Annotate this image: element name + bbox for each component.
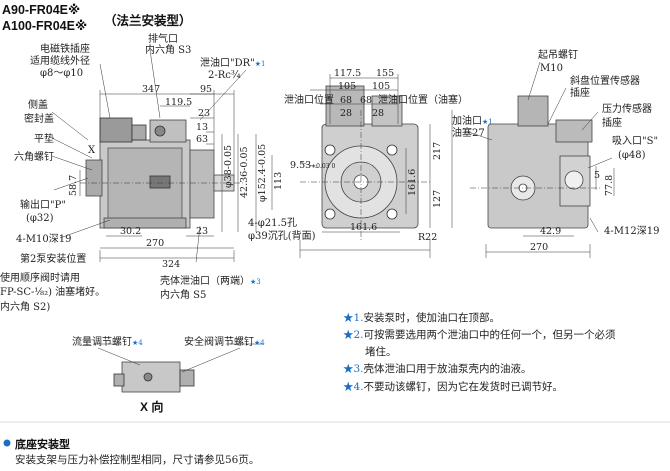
model-name-1: A90-FR04E※ xyxy=(2,3,81,17)
label-second-pump: 第2泵安装位置 xyxy=(20,254,87,265)
label-plug27: 油塞27 xyxy=(452,128,485,139)
dim-77-8: 77.8 xyxy=(604,174,615,196)
label-inlet-dia: (φ48) xyxy=(618,150,646,161)
dim-23b: 23 xyxy=(196,226,209,237)
dim-95: 95 xyxy=(200,84,213,95)
dim-113: 113 xyxy=(273,171,284,190)
label-holes: 4-φ21.5孔 xyxy=(248,218,298,229)
dim-28b: 28 xyxy=(372,108,385,119)
dim-270b: 270 xyxy=(530,242,549,253)
label-drain-pos-plug: 泄油口位置（油塞） xyxy=(378,95,468,106)
dim-161-6b: 161.6 xyxy=(350,222,378,233)
label-flow-screw: 流量调节螺钉★4 xyxy=(72,337,143,348)
dim-42-36: 42.36-0.05 xyxy=(239,146,250,198)
footer-bullet xyxy=(3,439,11,447)
right-dim-lines xyxy=(467,61,615,258)
dim-217: 217 xyxy=(432,141,443,160)
dim-347: 347 xyxy=(142,84,161,95)
dim-23a: 23 xyxy=(198,108,211,119)
label-inlet-s: 吸入口"S" xyxy=(612,136,659,147)
footer-title: 底座安装型 xyxy=(15,439,70,451)
dim-127: 127 xyxy=(432,189,443,208)
dim-42-9: 42.9 xyxy=(540,226,562,237)
label-outlet-p: 输出口"P" xyxy=(20,200,66,211)
pump-front-view xyxy=(300,85,430,240)
label-hex-s5: 内六角 S5 xyxy=(160,290,207,301)
dim-270a: 270 xyxy=(146,238,165,249)
label-cable-dia: 适用缆线外径 xyxy=(30,56,90,67)
label-hex-bolt: 六角螺钉 xyxy=(14,152,54,163)
label-m12-deep: 4-M12深19 xyxy=(604,226,660,237)
label-cable-range: φ8～φ10 xyxy=(40,68,84,79)
label-m10: M10 xyxy=(540,63,563,74)
dim-58-7: 58.7 xyxy=(68,174,79,196)
dim-117-5: 117.5 xyxy=(334,68,362,79)
label-socket-2: 插座 xyxy=(602,118,622,129)
label-lifting-bolt: 起吊螺钉 xyxy=(538,50,578,61)
label-solenoid-socket: 电磁铁插座 xyxy=(40,44,90,55)
label-counterbore: φ39沉孔(背面) xyxy=(248,231,316,242)
label-outlet-dia: (φ32) xyxy=(26,213,54,224)
label-hex-s2: 内六角 S2) xyxy=(0,302,51,313)
mount-type-title: （法兰安装型） xyxy=(104,14,192,28)
label-relief-screw: 安全阀调节螺钉★4 xyxy=(184,337,265,348)
note-3: ★3.壳体泄油口用于放油泵壳内的油液。 xyxy=(343,363,532,375)
label-rc: 2-Rc¾ xyxy=(208,70,241,81)
x-view-title: X 向 xyxy=(140,400,164,414)
label-seal-cover: 密封盖 xyxy=(24,114,54,125)
label-seq-valve-1: 使用顺序阀时请用 xyxy=(0,273,80,284)
dim-63: 63 xyxy=(196,134,209,145)
model-name-2: A100-FR04E※ xyxy=(2,19,88,33)
dim-13: 13 xyxy=(196,122,209,133)
label-exhaust: 排气口 xyxy=(148,34,178,45)
dim-68b: 68 xyxy=(360,95,373,106)
dim-28a: 28 xyxy=(340,108,353,119)
footer-text: 安装支架与压力补偿控制型相同，尺寸请参见56页。 xyxy=(15,454,260,466)
dim-105b: 105 xyxy=(372,81,391,92)
label-flat-pad: 平垫 xyxy=(34,134,54,145)
label-socket-1: 插座 xyxy=(570,88,590,99)
label-pressure-sensor: 压力传感器 xyxy=(602,104,652,115)
label-drain-dr: 泄油口"DR"★1 xyxy=(200,58,266,69)
dim-161-6a: 161.6 xyxy=(407,168,418,196)
dim-9-53: 9.53+0.03 0 xyxy=(290,160,336,171)
left-dim-lines xyxy=(51,49,273,263)
label-fill-port: 加油口★1 xyxy=(452,116,493,127)
note-1: ★1.安装泵时，使加油口在顶部。 xyxy=(343,312,501,324)
dim-324: 324 xyxy=(162,259,181,270)
dim-152-4: φ152.4-0.05 xyxy=(257,143,268,202)
dim-30-2: 30.2 xyxy=(120,226,142,237)
label-side-cover: 侧盖 xyxy=(28,100,48,111)
x-view-drawing xyxy=(96,343,262,393)
label-hex-s3: 内六角 S3 xyxy=(145,45,192,56)
dim-5: 5 xyxy=(594,170,601,181)
label-drain-pos: 泄油口位置 xyxy=(284,95,334,106)
middle-dim-lines xyxy=(299,74,453,258)
dim-119-5: 119.5 xyxy=(165,97,193,108)
label-seq-valve-2: FP-SC-⅛₂) 油塞堵好。 xyxy=(0,287,106,298)
label-case-drain: 壳体泄油口（两端）★3 xyxy=(160,276,261,287)
note-4: ★4.不要动该螺钉，因为它在发货时已调节好。 xyxy=(343,381,564,393)
dim-105a: 105 xyxy=(338,81,357,92)
pump-side-view xyxy=(80,117,245,229)
label-swash-sensor: 斜盘位置传感器 xyxy=(570,76,640,87)
note-2-cont: 堵住。 xyxy=(365,346,397,358)
note-2: ★2.可按需要选用两个泄油口中的任何一个，但另一个必须 xyxy=(343,329,616,341)
label-m10-deep: 4-M10深19 xyxy=(16,234,72,245)
dim-38: φ38-0.05 xyxy=(223,144,234,188)
dim-r22: R22 xyxy=(418,232,438,243)
dim-68a: 68 xyxy=(340,95,353,106)
dim-155: 155 xyxy=(376,68,395,79)
pump-rear-view xyxy=(470,95,600,229)
label-x-mark: X xyxy=(88,145,96,156)
